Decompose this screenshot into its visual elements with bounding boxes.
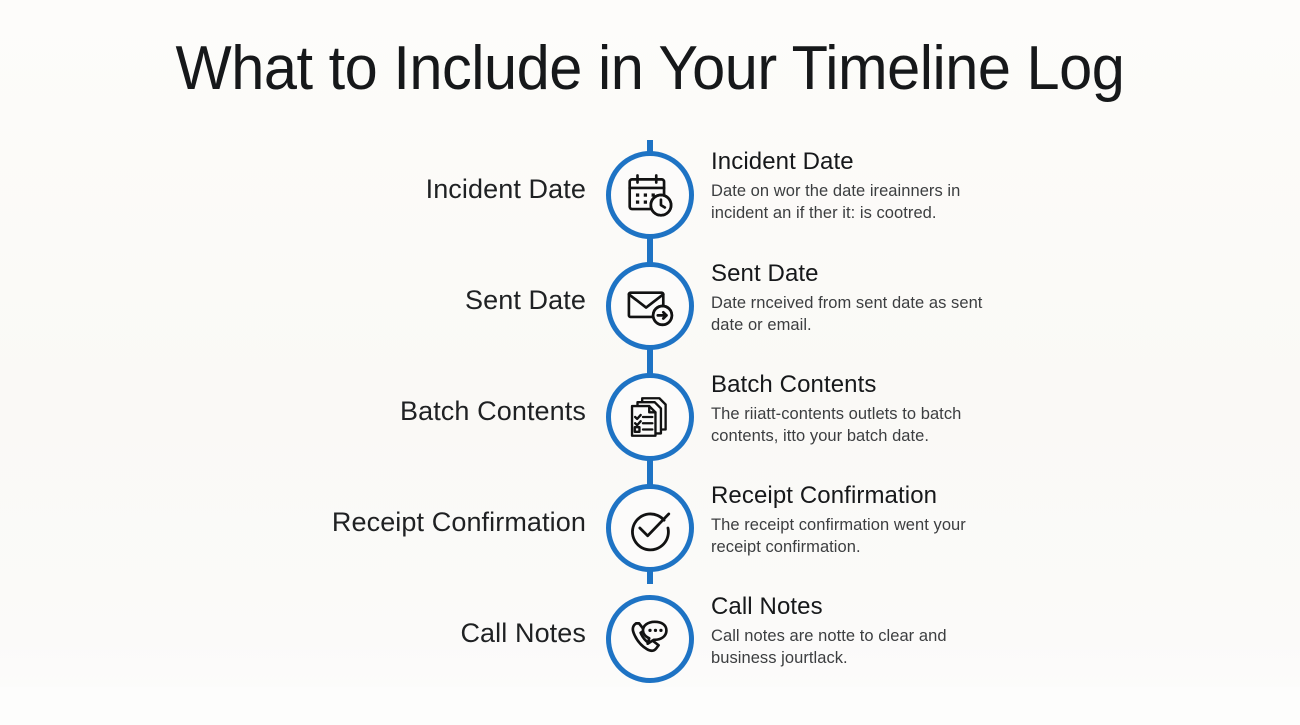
- phone-chat-icon: [625, 614, 675, 664]
- timeline-item-description: The receipt confirmation went your recei…: [711, 515, 966, 556]
- timeline-item-label: Call Notes: [460, 618, 586, 648]
- timeline-item-content: Call Notes Call notes are notte to clear…: [711, 593, 1011, 670]
- timeline-list: Incident Date: [0, 140, 1300, 695]
- timeline-item-content: Incident Date Date on wor the date ireai…: [711, 148, 1011, 225]
- timeline-node[interactable]: [606, 373, 694, 461]
- timeline-item-description: The riiatt-contents outlets to batch con…: [711, 404, 962, 445]
- timeline-item[interactable]: Batch Contents: [0, 362, 1300, 473]
- check-circle-icon: [625, 503, 675, 553]
- envelope-arrow-icon: [625, 281, 675, 331]
- timeline-item-content: Sent Date Date rnceived from sent date a…: [711, 260, 1011, 337]
- timeline-item-heading: Batch Contents: [711, 371, 877, 398]
- timeline-item-heading: Receipt Confirmation: [711, 482, 938, 509]
- timeline-item-description: Date rnceived from sent date as sent dat…: [711, 293, 983, 334]
- timeline-item[interactable]: Receipt Confirmation Receipt Confirmatio…: [0, 473, 1300, 584]
- timeline-item-content: Batch Contents The riiatt-contents outle…: [711, 371, 1011, 448]
- timeline-item-label: Incident Date: [425, 174, 586, 204]
- timeline-node[interactable]: [606, 151, 694, 239]
- timeline-item[interactable]: Call Notes Call Notes Call: [0, 584, 1300, 695]
- timeline-item-label: Sent Date: [465, 285, 586, 315]
- timeline-node[interactable]: [606, 595, 694, 683]
- timeline-item[interactable]: Incident Date: [0, 140, 1300, 251]
- timeline-item-content: Receipt Confirmation The receipt confirm…: [711, 482, 1011, 559]
- timeline-item-heading: Sent Date: [711, 260, 819, 287]
- timeline-item-label: Batch Contents: [399, 396, 586, 426]
- timeline-item-heading: Call Notes: [711, 593, 823, 620]
- timeline-item[interactable]: Sent Date Sent Date Date rnceived from s…: [0, 251, 1300, 362]
- page-title: What to Include in Your Timeline Log: [175, 34, 1125, 103]
- timeline-item-heading: Incident Date: [711, 148, 854, 175]
- timeline-item-label: Receipt Confirmation: [331, 507, 586, 537]
- timeline-item-description: Call notes are notte to clear and busine…: [711, 626, 947, 667]
- documents-checklist-icon: [625, 392, 675, 442]
- timeline-node[interactable]: [606, 262, 694, 350]
- calendar-clock-icon: [625, 170, 675, 220]
- timeline-item-description: Date on wor the date ireainners in incid…: [711, 181, 961, 222]
- timeline-node[interactable]: [606, 484, 694, 572]
